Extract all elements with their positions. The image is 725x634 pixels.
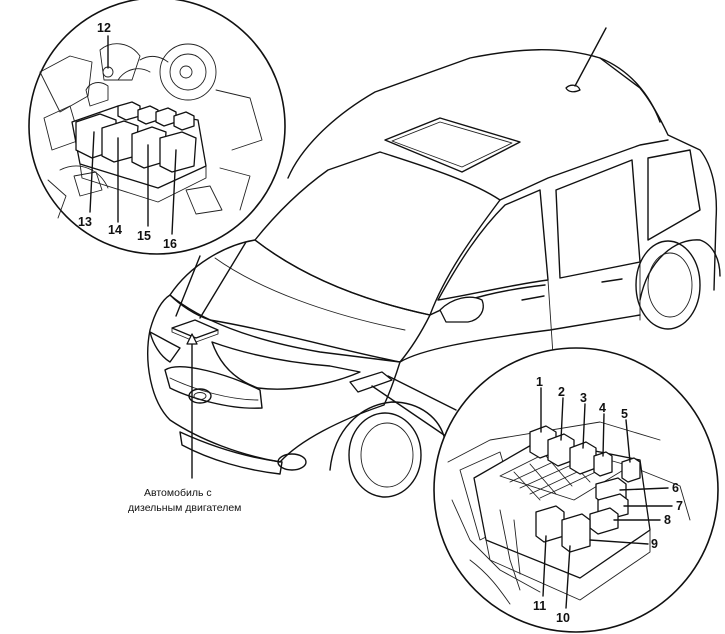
front-wheel-arch bbox=[329, 401, 446, 471]
roof-antenna-base bbox=[565, 84, 581, 93]
callout-label-7: 7 bbox=[676, 499, 683, 513]
leader-5 bbox=[625, 419, 631, 463]
leader-9 bbox=[589, 539, 649, 545]
fuse-box-zoom-circle: 1 2 3 4 5 6 7 8 9 10 11 bbox=[433, 347, 719, 633]
leader-13 bbox=[89, 131, 95, 213]
component-5 bbox=[621, 457, 641, 483]
callout-label-4: 4 bbox=[599, 401, 606, 415]
caption-line-2: дизельным двигателем bbox=[128, 502, 241, 514]
brand-emblem bbox=[188, 388, 212, 404]
wedge-line-left bbox=[175, 255, 201, 317]
callout-label-11: 11 bbox=[533, 599, 546, 613]
callout-label-16: 16 bbox=[163, 237, 177, 251]
leader-10 bbox=[565, 545, 571, 609]
callout-label-1: 1 bbox=[536, 375, 543, 389]
front-door-window bbox=[437, 189, 549, 301]
wedge-line-upper bbox=[387, 375, 457, 411]
wedge-line-lower bbox=[371, 385, 448, 438]
side-mirror bbox=[439, 296, 484, 323]
headlight-left bbox=[149, 331, 181, 363]
front-fascia bbox=[147, 294, 401, 463]
component-10 bbox=[561, 513, 591, 553]
rear-wheel bbox=[635, 240, 701, 330]
wedge-line-right bbox=[199, 241, 247, 319]
grille bbox=[164, 366, 263, 409]
leader-16 bbox=[171, 149, 177, 235]
callout-label-8: 8 bbox=[664, 513, 671, 527]
antenna-leader-line bbox=[574, 27, 607, 87]
callout-label-15: 15 bbox=[137, 229, 151, 243]
quarter-window bbox=[647, 149, 701, 241]
leader-3 bbox=[582, 403, 586, 449]
front-door-handle bbox=[521, 295, 545, 301]
headlight-right bbox=[211, 341, 361, 390]
rear-door-window bbox=[555, 159, 641, 279]
callout-label-6: 6 bbox=[672, 481, 679, 495]
relay-16 bbox=[159, 131, 197, 173]
fog-light bbox=[277, 453, 307, 471]
lower-intake bbox=[179, 431, 283, 475]
callout-label-10: 10 bbox=[556, 611, 570, 625]
engine-bay-zoom-circle: 12 13 14 15 16 bbox=[28, 0, 286, 255]
windshield bbox=[254, 151, 501, 316]
callout-label-2: 2 bbox=[558, 385, 565, 399]
front-wheel bbox=[348, 412, 422, 498]
caption-line-1: Автомобиль с bbox=[144, 487, 212, 499]
component-11 bbox=[535, 505, 565, 543]
leader-11 bbox=[542, 535, 547, 597]
callout-label-12: 12 bbox=[97, 21, 111, 35]
leader-4 bbox=[602, 413, 605, 457]
rear-door-handle bbox=[601, 278, 623, 283]
callout-label-3: 3 bbox=[580, 391, 587, 405]
sunroof bbox=[384, 117, 521, 173]
callout-label-14: 14 bbox=[108, 223, 122, 237]
leader-2 bbox=[560, 397, 564, 441]
leader-6 bbox=[619, 487, 669, 491]
cabin-fuse-box-marker bbox=[349, 371, 393, 393]
caption-arrow-head bbox=[186, 333, 198, 345]
callout-label-9: 9 bbox=[651, 537, 658, 551]
callout-label-5: 5 bbox=[621, 407, 628, 421]
component-4 bbox=[593, 451, 613, 477]
callout-label-13: 13 bbox=[78, 215, 92, 229]
